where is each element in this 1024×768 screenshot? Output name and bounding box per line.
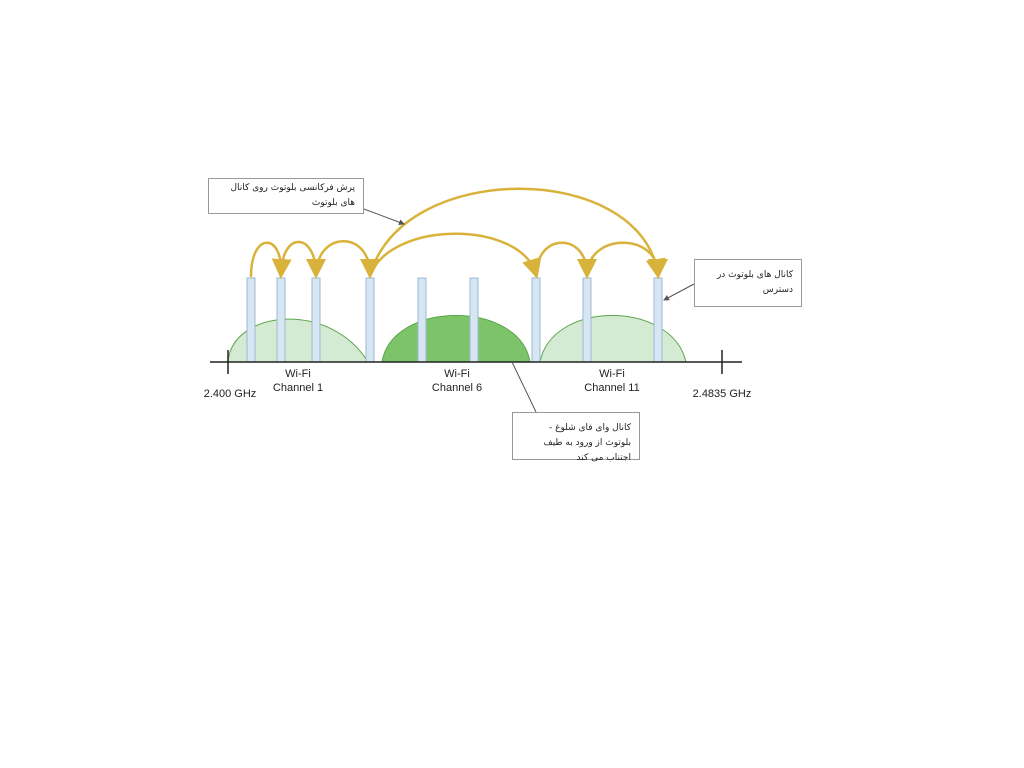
- hop-arrow-long: [368, 187, 666, 279]
- callout-available-channels: کانال های بلوتوث در دسترس: [694, 259, 802, 307]
- wifi-ch11-label-line2: Channel 11: [584, 382, 639, 394]
- callout-pointer-available: [663, 283, 695, 301]
- wifi-channel-6-hump: [381, 315, 531, 363]
- bt-channel-bar: [246, 277, 256, 363]
- bt-channel-bar: [582, 277, 592, 363]
- wifi-ch6-label-line1: Wi-Fi: [444, 368, 470, 380]
- hop-arrow: [585, 241, 668, 279]
- callout-busy-text: کانال وای فای شلوغ - بلوتوث از ورود به ط…: [543, 423, 631, 463]
- freq-end-label: 2.4835 GHz: [693, 388, 752, 400]
- wifi-ch6-label-line2: Channel 6: [432, 382, 482, 394]
- bt-channel-bar: [417, 277, 427, 363]
- wifi-ch11-label-line1: Wi-Fi: [599, 368, 625, 380]
- wifi-channel-11-hump: [539, 315, 687, 363]
- bt-channel-bar: [311, 277, 321, 363]
- wifi-ch1-label-line1: Wi-Fi: [285, 368, 311, 380]
- hop-arrow: [534, 241, 597, 279]
- hop-arrow: [279, 240, 326, 279]
- hop-arrow: [314, 240, 380, 279]
- callout-busy-wifi: کانال وای فای شلوغ - بلوتوث از ورود به ط…: [512, 412, 640, 463]
- callout-hopping-text: پرش فرکانسی بلوتوث روی کانال های بلوتوث: [230, 183, 355, 208]
- callout-available-text: کانال های بلوتوث در دسترس: [716, 270, 793, 295]
- callout-pointer-hopping: [355, 205, 405, 226]
- bt-channel-bar: [653, 277, 663, 363]
- bt-channel-bar: [531, 277, 541, 363]
- wifi-channel-1-hump: [227, 318, 369, 363]
- hop-arrow: [249, 241, 292, 279]
- wifi-ch1-label-line2: Channel 1: [273, 382, 323, 394]
- hop-arrow: [368, 232, 542, 279]
- bt-channel-bar: [276, 277, 286, 363]
- bt-channel-bar: [469, 277, 479, 363]
- callout-hopping: پرش فرکانسی بلوتوث روی کانال های بلوتوث: [208, 178, 364, 214]
- freq-start-label: 2.400 GHz: [204, 388, 257, 400]
- callout-pointer-busy: [511, 361, 537, 413]
- bt-channel-bar: [365, 277, 375, 363]
